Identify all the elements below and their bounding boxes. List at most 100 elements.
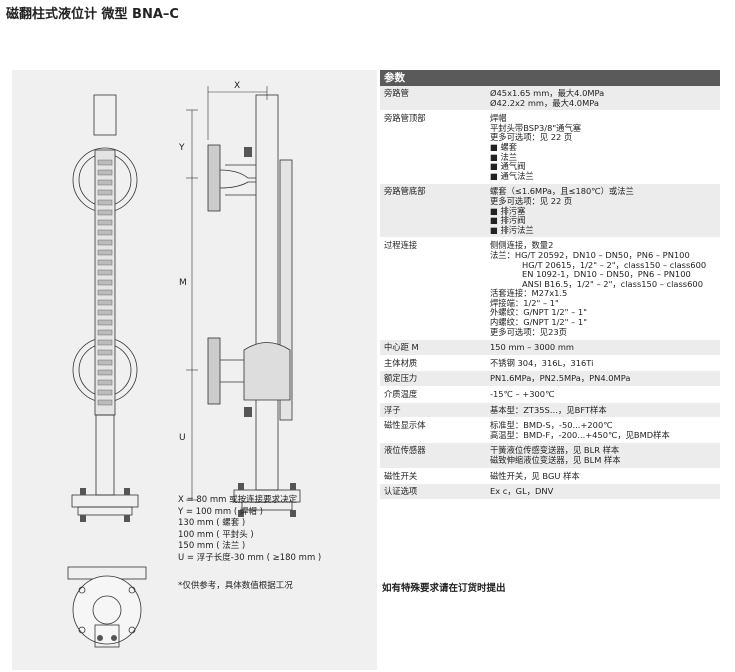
legend-line: 100 mm ( 平封头 ) xyxy=(178,529,254,540)
value-line: 高温型：BMD-F，-200...+450℃，见BMD样本 xyxy=(490,429,670,440)
technical-drawing-panel: X Y M U xyxy=(12,70,377,670)
table-row: 旁路管 Ø45x1.65 mm，最大4.0MPa Ø42.2x2 mm，最大4.… xyxy=(380,86,720,112)
table-row: 介质温度 -15℃ – +300℃ xyxy=(380,387,720,403)
value-line: ■ 排污阀 xyxy=(490,215,526,226)
value-line: 标准型：BMD-S，-50...+200℃ xyxy=(490,420,613,431)
value-line: 外螺纹：G/NPT 1/2" – 1" xyxy=(490,307,588,318)
spec-table-header: 参数 xyxy=(380,70,720,86)
row-key: 额定压力 xyxy=(384,373,418,384)
value-line: 磁性开关，见 BGU 样本 xyxy=(490,470,580,481)
row-value: -15℃ – +300℃ xyxy=(488,387,720,402)
row-value: Ex c，GL，DNV xyxy=(488,484,720,499)
value-line: 干簧液位传感变送器，见 BLR 样本 xyxy=(490,445,620,456)
value-line: ■ 法兰 xyxy=(490,151,518,162)
value-line: PN1.6MPa，PN2.5MPa，PN4.0MPa xyxy=(490,373,631,384)
value-line: 更多可选项：见 22 页 xyxy=(490,195,573,206)
row-value: 干簧液位传感变送器，见 BLR 样本 磁致伸缩液位变送器，见 BLM 样本 xyxy=(488,443,720,467)
front-indicator-flaps xyxy=(97,159,113,406)
row-value: Ø45x1.65 mm，最大4.0MPa Ø42.2x2 mm，最大4.0MPa xyxy=(488,86,720,110)
value-line: 平封头带BSP3/8"通气塞 xyxy=(490,122,582,133)
front-bottom-bolts xyxy=(80,488,130,522)
row-key: 浮子 xyxy=(384,404,401,415)
row-key: 介质温度 xyxy=(384,389,418,400)
table-row: 磁性显示体 标准型：BMD-S，-50...+200℃ 高温型：BMD-F，-2… xyxy=(380,418,720,444)
value-line: EN 1092-1，DN10 – DN50，PN6 – PN100 xyxy=(522,269,691,280)
value-line: ■ 排污塞 xyxy=(490,205,526,216)
row-key: 中心距 M xyxy=(384,342,419,353)
value-line: 更多可选项：见 22 页 xyxy=(490,132,573,143)
value-line: -15℃ – +300℃ xyxy=(490,389,555,400)
value-line: HG/T 20615，1/2" – 2"，class150 – class600 xyxy=(522,259,707,270)
value-line: 不锈钢 304，316L，316Ti xyxy=(490,357,594,368)
value-line: 更多可选项：见23页 xyxy=(490,326,567,337)
value-line: 基本型：ZT35S…，见BFT样本 xyxy=(490,404,607,415)
value-line: 侧侧连接，数量2 xyxy=(490,240,554,251)
row-value: 不锈钢 304，316L，316Ti xyxy=(488,356,720,371)
row-value: 侧侧连接，数量2 法兰：HG/T 20592，DN10 – DN50，PN6 –… xyxy=(488,238,720,339)
value-line: ■ 螺套 xyxy=(490,141,518,152)
value-line: Ø42.2x2 mm，最大4.0MPa xyxy=(490,97,599,108)
side-lower-process-flange xyxy=(207,337,221,405)
value-line: Ø45x1.65 mm，最大4.0MPa xyxy=(490,88,605,98)
dimension-m-label: M xyxy=(179,278,187,288)
table-row: 主体材质 不锈钢 304，316L，316Ti xyxy=(380,356,720,372)
row-key: 液位传感器 xyxy=(384,445,426,456)
legend-line: Y = 100 mm ( 焊帽 ) xyxy=(178,506,263,517)
order-note: 如有特殊要求请在订货时提出 xyxy=(382,583,506,594)
row-value: PN1.6MPa，PN2.5MPa，PN4.0MPa xyxy=(488,371,720,386)
table-row: 认证选项 Ex c，GL，DNV xyxy=(380,484,720,500)
dimension-legend: X = 80 mm 或按连接要求决定 Y = 100 mm ( 焊帽 ) 130… xyxy=(178,495,321,565)
row-key: 认证选项 xyxy=(384,486,418,497)
row-key: 过程连接 xyxy=(384,240,418,251)
side-float xyxy=(243,342,291,401)
side-bolts xyxy=(238,147,296,517)
row-value: 150 mm – 3000 mm xyxy=(488,340,720,355)
row-key: 旁路管底部 xyxy=(384,186,426,197)
technical-drawing: X Y M U xyxy=(67,81,301,648)
value-line: 磁致伸缩液位变送器，见 BLM 样本 xyxy=(490,455,621,465)
row-value: 焊帽 平封头带BSP3/8"通气塞 更多可选项：见 22 页 ■ 螺套 ■ 法兰… xyxy=(488,111,720,183)
table-row: 旁路管顶部 焊帽 平封头带BSP3/8"通气塞 更多可选项：见 22 页 ■ 螺… xyxy=(380,111,720,185)
legend-line: 150 mm ( 法兰 ) xyxy=(178,541,246,552)
row-value: 螺套（≤1.6MPa，且≤180℃）或法兰 更多可选项：见 22 页 ■ 排污塞… xyxy=(488,184,720,237)
legend-line: 130 mm ( 螺套 ) xyxy=(178,518,246,529)
value-line: 焊接端：1/2" – 1" xyxy=(490,297,559,308)
legend-line: X = 80 mm 或按连接要求决定 xyxy=(178,495,298,505)
dimension-lines xyxy=(186,86,268,501)
page-title: 磁翻柱式液位计 微型 BNA–C xyxy=(6,7,179,22)
dimension-u-label: U xyxy=(179,433,186,443)
row-key: 磁性显示体 xyxy=(384,420,426,431)
row-value: 磁性开关，见 BGU 样本 xyxy=(488,469,720,484)
value-line: 焊帽 xyxy=(490,113,507,124)
front-bottom-pipe xyxy=(95,414,115,496)
row-key: 旁路管 xyxy=(384,88,409,98)
table-row: 浮子 基本型：ZT35S…，见BFT样本 xyxy=(380,402,720,419)
table-row: 磁性开关 磁性开关，见 BGU 样本 xyxy=(380,469,720,485)
row-key: 主体材质 xyxy=(384,357,418,368)
front-top-cap xyxy=(93,94,117,136)
table-row: 中心距 M 150 mm – 3000 mm xyxy=(380,340,720,356)
table-row: 液位传感器 干簧液位传感变送器，见 BLR 样本 磁致伸缩液位变送器，见 BLM… xyxy=(380,443,720,469)
value-line: 螺套（≤1.6MPa，且≤180℃）或法兰 xyxy=(490,186,634,197)
value-line: Ex c，GL，DNV xyxy=(490,486,554,497)
table-row: 旁路管底部 螺套（≤1.6MPa，且≤180℃）或法兰 更多可选项：见 22 页… xyxy=(380,184,720,239)
table-row: 额定压力 PN1.6MPa，PN2.5MPa，PN4.0MPa xyxy=(380,371,720,388)
spec-table: 参数 旁路管 Ø45x1.65 mm，最大4.0MPa Ø42.2x2 mm，最… xyxy=(380,70,720,500)
legend-line: U = 浮子长度-30 mm ( ≥180 mm ) xyxy=(178,552,322,563)
value-line: 活套连接：M27x1.5 xyxy=(490,288,568,299)
dimension-x-label: X xyxy=(234,81,240,91)
value-line: ■ 通气阀 xyxy=(490,161,526,172)
value-line: ■ 排污法兰 xyxy=(490,224,534,235)
row-key: 磁性开关 xyxy=(384,470,418,481)
row-value: 基本型：ZT35S…，见BFT样本 xyxy=(488,403,720,418)
value-line: ■ 通气法兰 xyxy=(490,170,534,181)
side-upper-process-flange xyxy=(207,144,221,212)
side-bypass-pipe xyxy=(255,94,279,491)
row-value: 标准型：BMD-S，-50...+200℃ 高温型：BMD-F，-200...+… xyxy=(488,418,720,442)
table-row: 过程连接 侧侧连接，数量2 法兰：HG/T 20592，DN10 – DN50，… xyxy=(380,238,720,341)
value-line: 内螺纹：G/NPT 1/2" – 1" xyxy=(490,317,588,328)
value-line: 150 mm – 3000 mm xyxy=(490,342,574,353)
value-line: 法兰：HG/T 20592，DN10 – DN50，PN6 – PN100 xyxy=(490,249,690,260)
row-key: 旁路管顶部 xyxy=(384,113,426,124)
top-view-bolts xyxy=(97,635,117,641)
